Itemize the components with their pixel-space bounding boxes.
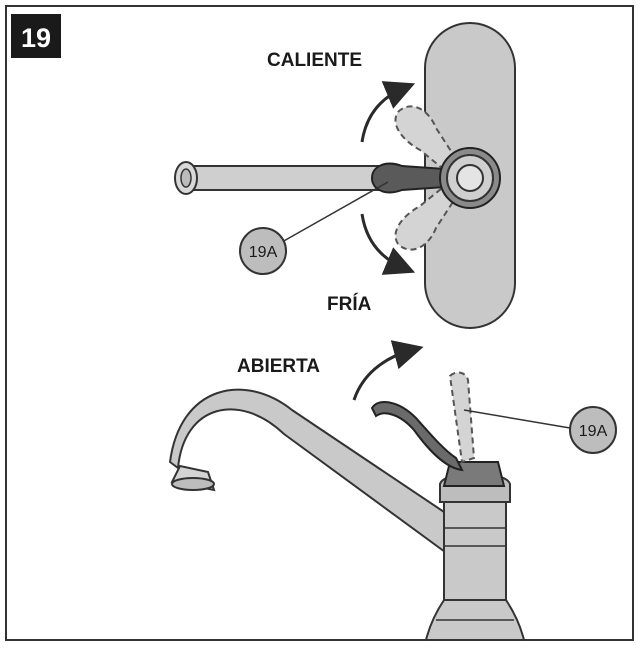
callout-19a-bottom: 19A [569,406,617,454]
valve-hub [439,147,501,209]
arrow-open [352,340,424,401]
arrow-hot [360,81,416,143]
top-view: CALIENTE FRÍA 19A [174,22,516,329]
spout-arm [169,388,457,561]
callout-text-top: 19A [249,244,278,261]
callout-leader-bottom [463,409,571,429]
handle-lever-side [370,401,464,472]
arrow-cold [360,213,416,275]
callout-19a-top: 19A [239,227,287,275]
step-number: 19 [21,23,51,53]
callout-text-bottom: 19A [579,423,608,440]
step-badge: 19 [11,14,61,58]
diagram-frame [5,5,634,641]
label-open: ABIERTA [237,356,320,377]
ghost-handle-open [448,371,476,464]
label-hot: CALIENTE [267,50,362,71]
spout-top-view [174,161,386,195]
label-cold: FRÍA [327,293,372,315]
callout-leader-top [281,181,389,243]
faucet-body [424,472,526,641]
side-view: ABIERTA 19A [169,340,617,641]
